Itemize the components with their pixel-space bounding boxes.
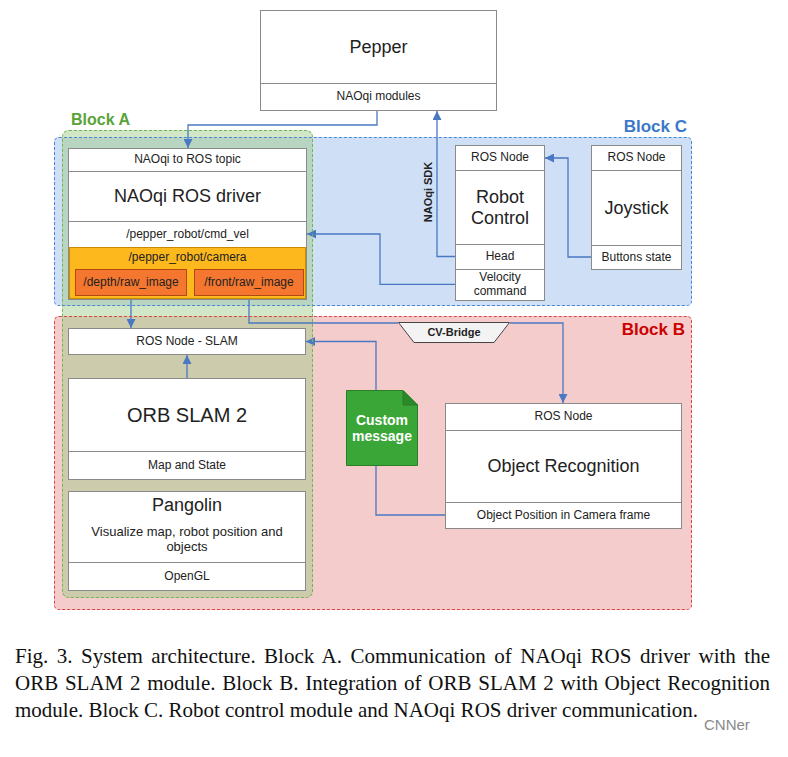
box-text: Visualize map, robot position and object… <box>69 518 305 562</box>
block-label: Block C <box>624 117 687 137</box>
process-box: PangolinVisualize map, robot position an… <box>68 491 306 591</box>
box-text: /depth/raw_image <box>76 270 186 295</box>
box-text: Map and State <box>69 451 305 479</box>
connector <box>186 355 187 378</box>
connector <box>130 296 131 328</box>
box-text: OpenGL <box>69 562 305 590</box>
process-box: ROS Node - SLAM <box>68 328 306 355</box>
watermark: CNNer <box>702 716 752 733</box>
block-label: Block B <box>622 320 685 340</box>
box-text: Head <box>456 244 544 269</box>
box-text: Velocity command <box>456 269 544 300</box>
box-text: /pepper_robot/camera <box>70 248 305 268</box>
figure-caption: Fig. 3. System architecture. Block A. Co… <box>15 643 770 724</box>
box-text: Object Recognition <box>446 430 681 502</box>
connector <box>307 234 455 284</box>
box-text: Robot Control <box>456 170 544 244</box>
bridge-outline <box>399 323 510 343</box>
connector <box>306 342 376 391</box>
box-text: NAOqi modules <box>261 83 496 110</box>
box-text: /front/raw_image <box>195 270 303 295</box>
bridge-shape: CV-Bridge <box>398 322 510 343</box>
box-text: ORB SLAM 2 <box>69 379 305 451</box>
connector <box>376 466 445 515</box>
box-text: ROS Node <box>592 146 681 170</box>
document-shape <box>347 391 418 466</box>
shape-text: Custom message <box>346 412 418 444</box>
box-text: Joystick <box>592 170 681 245</box>
document-fold <box>403 391 418 406</box>
box-text: /pepper_robot/cmd_vel <box>69 221 306 247</box>
connector <box>437 111 455 257</box>
connector <box>545 158 591 257</box>
box-text: Pepper <box>261 11 496 83</box>
box-text: ROS Node - SLAM <box>69 329 305 354</box>
process-box: ORB SLAM 2Map and State <box>68 378 306 480</box>
driver-box: /depth/raw_image/front/raw_image/pepper_… <box>68 148 307 300</box>
process-box: ROS NodeObject RecognitionObject Positio… <box>445 403 682 529</box>
box-text: Buttons state <box>592 245 681 269</box>
box-text: ROS Node <box>456 146 544 170</box>
box-text: NAOqi ROS driver <box>69 171 306 221</box>
connector <box>510 323 563 403</box>
topic-box: /depth/raw_image <box>75 269 187 296</box>
box-text: Object Position in Camera frame <box>446 502 681 528</box>
box-text: NAOqi to ROS topic <box>69 149 306 171</box>
block-c-fill <box>54 137 692 306</box>
block-label: Block A <box>71 111 130 129</box>
camera-topic-box: /depth/raw_image/front/raw_image/pepper_… <box>69 247 306 299</box>
shape-text: CV-Bridge <box>424 326 483 339</box>
message-document: Custom message <box>346 390 418 466</box>
robot-box: PepperNAOqi modules <box>260 10 497 111</box>
process-box: ROS NodeRobot ControlHeadVelocity comman… <box>455 145 545 301</box>
topic-box: /front/raw_image <box>194 269 304 296</box>
box-text: Pangolin <box>69 492 305 518</box>
box-text: ROS Node <box>446 404 681 430</box>
connector <box>249 296 398 323</box>
process-box: ROS NodeJoystickButtons state <box>591 145 682 270</box>
edge-label: NAOqi SDK <box>422 162 434 223</box>
block-a-fill <box>62 130 313 598</box>
